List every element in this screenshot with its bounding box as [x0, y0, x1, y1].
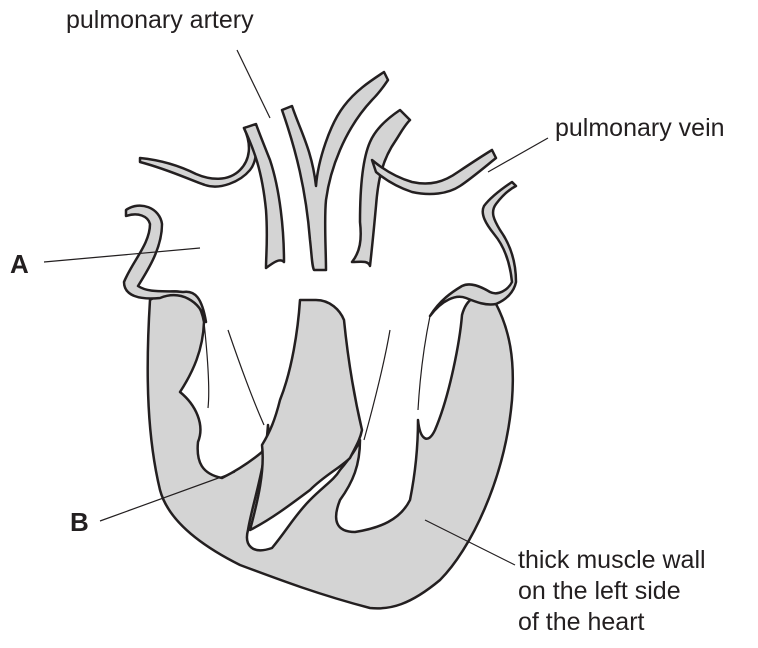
septum [250, 300, 362, 530]
label-pulmonary-vein: pulmonary vein [555, 113, 725, 144]
muscle-wall-line-1: thick muscle wall [518, 545, 706, 576]
label-pulmonary-artery: pulmonary artery [66, 5, 254, 36]
right-av-valve-line [204, 322, 209, 408]
superior-vena-cava [140, 126, 256, 187]
left-chordae [364, 330, 390, 440]
leader-pulmonary-artery [237, 50, 270, 118]
label-muscle-wall: thick muscle wall on the left side of th… [518, 545, 706, 638]
left-av-valve-line [418, 316, 430, 410]
muscle-wall-line-3: of the heart [518, 607, 706, 638]
right-chordae [228, 330, 264, 425]
leader-pulmonary-vein [488, 138, 548, 172]
muscle-wall-line-2: on the left side [518, 576, 706, 607]
pulmonary-vein-vessel [430, 182, 516, 316]
label-b: B [70, 507, 89, 538]
label-a: A [10, 249, 29, 280]
leader-a [44, 248, 200, 262]
left-atrium-wall [372, 150, 496, 194]
